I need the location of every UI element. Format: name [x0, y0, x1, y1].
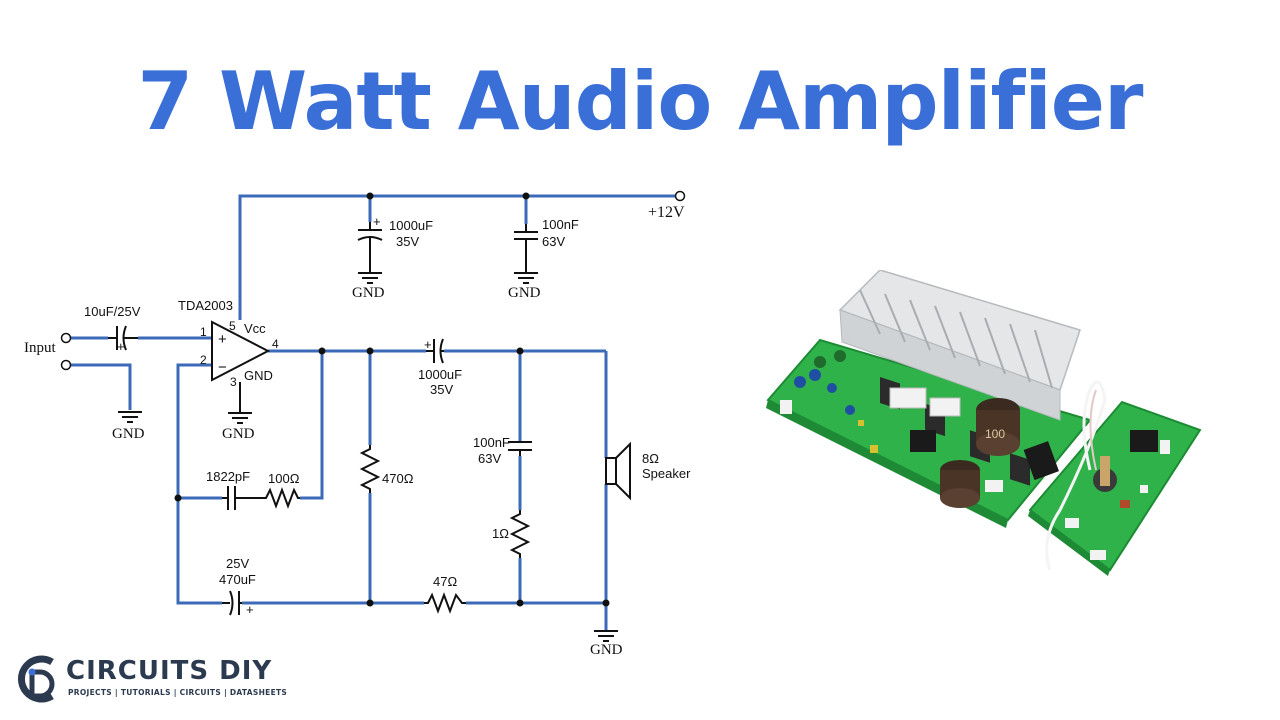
- electrolytic-capacitors: 100: [940, 398, 1020, 508]
- svg-text:63V: 63V: [478, 451, 501, 466]
- gnd-label-ic: GND: [222, 426, 255, 442]
- svg-text:+: +: [117, 339, 125, 354]
- pin-2: 2: [200, 353, 207, 367]
- ic-name: TDA2003: [178, 298, 233, 313]
- gnd-ic: [228, 412, 252, 424]
- svg-text:1822pF: 1822pF: [206, 469, 250, 484]
- ground-symbols: [118, 272, 618, 642]
- amplifier-board-illustration: 100: [766, 270, 1202, 576]
- supply-terminal: [674, 190, 686, 202]
- input-label: Input: [24, 340, 56, 356]
- svg-text:8Ω: 8Ω: [642, 451, 659, 466]
- svg-text:1000uF: 1000uF: [389, 218, 433, 233]
- svg-text:1000uF: 1000uF: [418, 367, 462, 382]
- bottom-capacitor: + 25V 470uF: [219, 556, 256, 617]
- svg-text:10uF/25V: 10uF/25V: [84, 304, 141, 319]
- gnd-label-speaker: GND: [590, 642, 623, 658]
- svg-text:35V: 35V: [396, 234, 419, 249]
- input-capacitor: + 10uF/25V: [84, 304, 141, 354]
- gnd-input: [118, 411, 142, 423]
- terminals: [60, 190, 686, 371]
- control-board: [1028, 400, 1202, 576]
- gnd-label-decoupling: GND: [508, 285, 541, 301]
- gnd-decoupling: [514, 272, 538, 284]
- ic-vcc-label: Vcc: [244, 321, 266, 336]
- svg-text:47Ω: 47Ω: [433, 574, 457, 589]
- page-title: 7 Watt Audio Amplifier: [137, 55, 1144, 148]
- logo-name: CIRCUITS DIY: [66, 656, 273, 686]
- svg-text:100Ω: 100Ω: [268, 471, 300, 486]
- output-capacitor: + 1000uF 35V: [418, 337, 462, 397]
- input-terminal-signal: [60, 332, 72, 344]
- svg-text:470Ω: 470Ω: [382, 471, 414, 486]
- svg-text:+: +: [373, 214, 381, 229]
- svg-text:−: −: [218, 359, 227, 376]
- logo-tagline: PROJECTS | TUTORIALS | CIRCUITS | DATASH…: [68, 688, 288, 697]
- input-terminal-ground: [60, 359, 72, 371]
- svg-text:Speaker: Speaker: [642, 466, 691, 481]
- pin-4: 4: [272, 337, 279, 351]
- svg-text:100nF: 100nF: [473, 435, 510, 450]
- decoupling-capacitor: 100nF 63V: [514, 217, 579, 272]
- speaker: 8Ω Speaker: [605, 441, 691, 501]
- svg-text:+: +: [218, 331, 227, 348]
- bulk-capacitor: + 1000uF 35V: [357, 214, 433, 272]
- junction-dots: [174, 192, 610, 607]
- svg-text:35V: 35V: [430, 382, 453, 397]
- heatsink-icon: [838, 270, 1081, 421]
- svg-text:+: +: [424, 337, 432, 352]
- small-components: [780, 350, 1059, 492]
- ic-tda2003: + − TDA2003 Vcc GND 1 2 3 4 5: [178, 298, 279, 389]
- bottom-resistor: 47Ω: [424, 574, 466, 614]
- wires: [70, 194, 676, 630]
- gnd-speaker: [594, 630, 618, 642]
- gnd-bulk: [358, 272, 382, 284]
- svg-text:470uF: 470uF: [219, 572, 256, 587]
- gnd-label-input: GND: [112, 426, 145, 442]
- gnd-label-bulk: GND: [352, 285, 385, 301]
- svg-text:1Ω: 1Ω: [492, 526, 509, 541]
- zobel-resistor: 1Ω: [492, 510, 531, 558]
- pin-3: 3: [230, 375, 237, 389]
- feedback-capacitor: 1822pF: [206, 469, 262, 510]
- main-board: 100: [766, 270, 1092, 528]
- supply-label: +12V: [648, 204, 685, 221]
- pin-1: 1: [200, 325, 207, 339]
- logo-mark-icon: [18, 655, 55, 703]
- svg-text:63V: 63V: [542, 234, 565, 249]
- svg-text:100: 100: [985, 427, 1005, 441]
- pin-5: 5: [229, 319, 236, 333]
- ribbon-cable: [1045, 380, 1107, 571]
- brand-logo: CIRCUITS DIY PROJECTS | TUTORIALS | CIRC…: [14, 652, 288, 708]
- ic-gnd-label: GND: [244, 368, 273, 383]
- svg-text:+: +: [246, 602, 254, 617]
- svg-text:25V: 25V: [226, 556, 249, 571]
- feedback-resistor: 100Ω: [262, 471, 300, 509]
- svg-text:100nF: 100nF: [542, 217, 579, 232]
- zobel-capacitor: 100nF 63V: [473, 435, 532, 466]
- load-resistor: 470Ω: [359, 445, 414, 493]
